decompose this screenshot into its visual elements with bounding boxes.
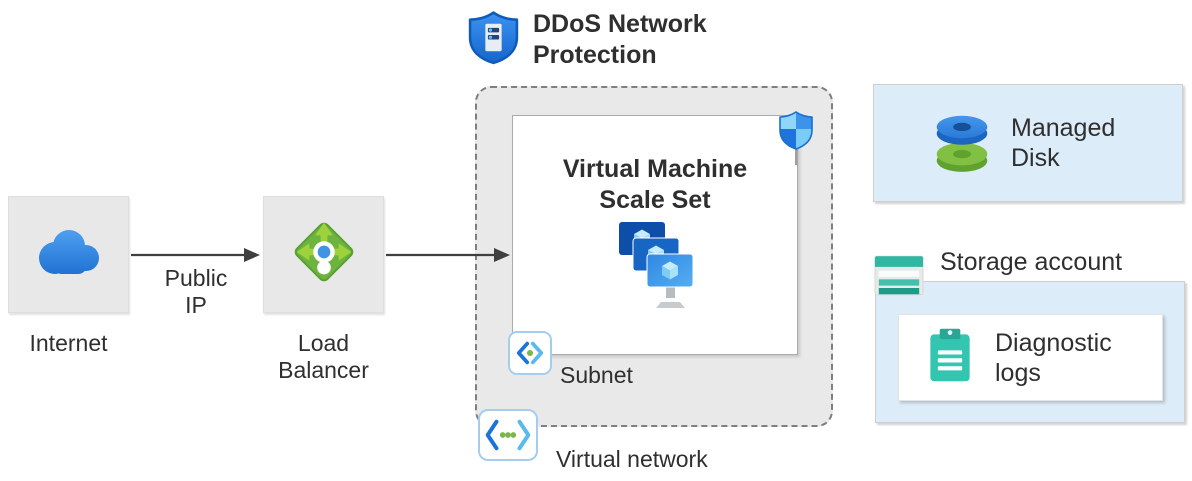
vm-scale-set-icon	[607, 218, 703, 315]
ddos-protection-shield-icon	[466, 10, 521, 70]
load-balancer-node	[263, 196, 384, 313]
load-balancer-label: Load Balancer	[278, 330, 369, 383]
storage-account-icon	[874, 253, 924, 303]
protection-shield-icon	[776, 109, 816, 172]
arrow-loadbalancer-to-vmss	[386, 248, 510, 262]
diagnostic-logs-box: Diagnostic logs	[898, 314, 1163, 401]
diagnostic-logs-icon	[925, 326, 975, 389]
ddos-protection-title: DDoS Network Protection	[533, 10, 707, 69]
storage-account-label: Storage account	[940, 248, 1123, 276]
virtual-network-label: Virtual network	[556, 446, 708, 472]
load-balancer-icon	[285, 213, 363, 296]
arrow-internet-to-loadbalancer	[131, 248, 260, 262]
public-ip-label: Public IP	[164, 265, 228, 318]
vm-scale-set-title: Virtual Machine Scale Set	[562, 155, 748, 214]
virtual-network-icon	[478, 409, 538, 461]
managed-disk-label: Managed Disk	[1011, 114, 1116, 172]
managed-disk-icon	[933, 109, 991, 178]
internet-label: Internet	[29, 330, 108, 356]
diagnostic-logs-label: Diagnostic logs	[995, 328, 1112, 387]
subnet-icon	[508, 331, 552, 375]
vm-scale-set-box: Virtual Machine Scale Set	[512, 115, 798, 355]
internet-node	[8, 196, 129, 313]
managed-disk-panel: Managed Disk	[873, 84, 1183, 202]
subnet-label: Subnet	[560, 362, 633, 388]
cloud-icon	[31, 224, 107, 285]
